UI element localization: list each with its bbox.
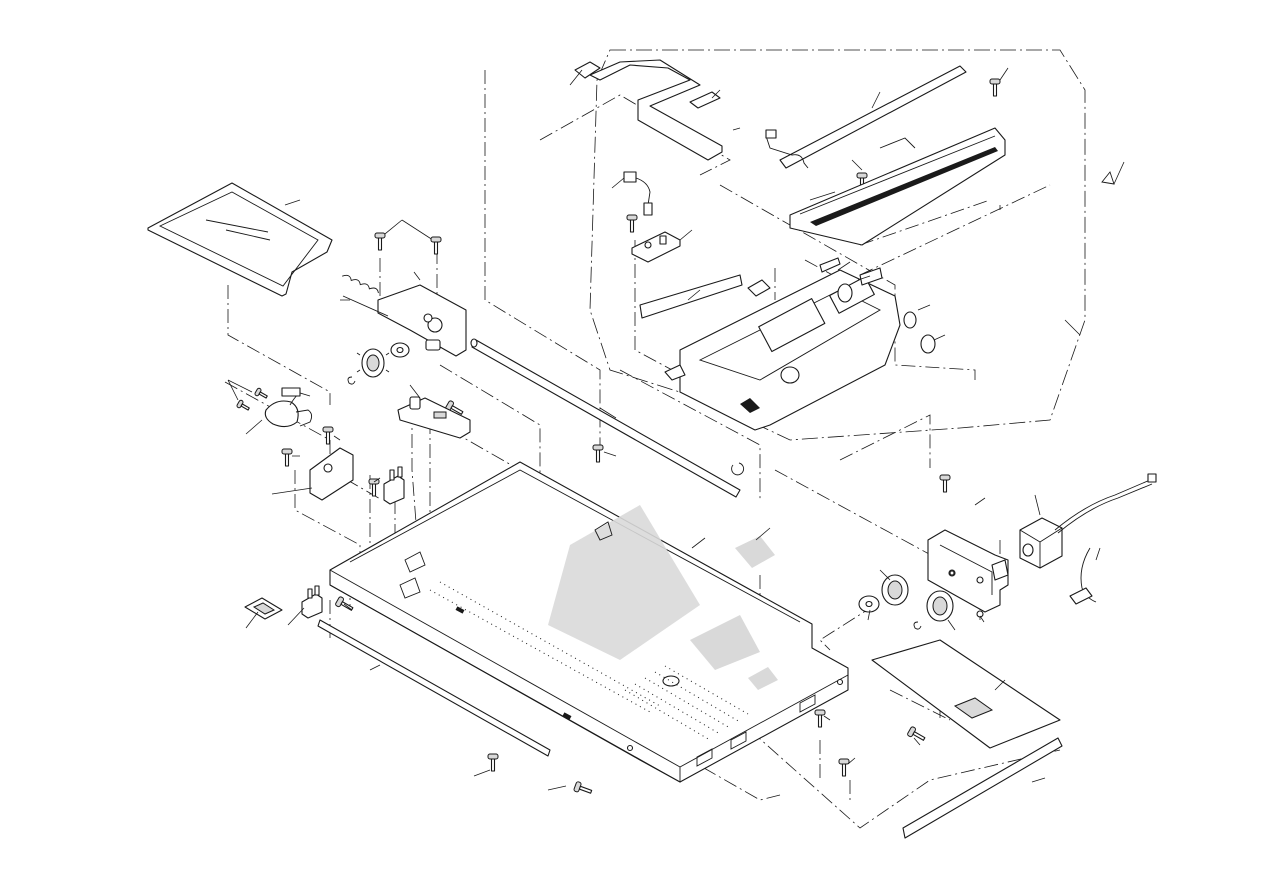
roller	[837, 283, 936, 354]
screw	[281, 448, 293, 467]
screw-side	[254, 387, 268, 399]
screw	[487, 753, 499, 772]
cushion-pad	[689, 91, 721, 109]
scanner-subassembly-boundary	[589, 49, 1086, 441]
carriage-frame	[639, 257, 901, 431]
sensor-cable-assembly	[227, 379, 313, 435]
mirror-plate	[765, 127, 1006, 246]
base-chassis	[329, 461, 849, 783]
screw-side	[907, 726, 926, 741]
guide-shaft	[470, 338, 745, 498]
front-rail	[317, 619, 551, 757]
photo-sensor	[287, 585, 323, 626]
screw	[626, 214, 638, 233]
photo-sensor	[383, 466, 405, 505]
motor-bracket	[927, 497, 1009, 613]
sensor-bracket	[271, 447, 354, 501]
screw	[814, 709, 826, 728]
screw	[592, 444, 604, 463]
glass-cover-plate	[147, 182, 333, 297]
washer	[390, 342, 410, 358]
cushion-pad	[244, 597, 283, 629]
e-rings	[1101, 161, 1125, 185]
leader-lines	[292, 67, 1081, 791]
harness-connector	[623, 171, 653, 216]
screw	[989, 78, 1001, 97]
gear-pair	[858, 570, 984, 630]
screw-side	[236, 399, 250, 411]
screw	[430, 236, 442, 255]
scanner-lamp-rod	[779, 65, 967, 169]
screw	[322, 426, 334, 445]
flat-cable	[574, 59, 723, 161]
sensor-board	[631, 229, 693, 263]
screw-side	[445, 400, 464, 415]
spring-and-shaft-bracket	[340, 219, 467, 357]
screw-side	[573, 781, 593, 794]
stepper-motor	[1019, 473, 1157, 605]
front-strip	[902, 737, 1063, 839]
screw	[374, 232, 386, 251]
screw	[838, 758, 850, 777]
bottom-sheet	[871, 639, 1061, 749]
drive-gear	[347, 348, 390, 385]
slide-guide	[397, 384, 471, 439]
screws	[236, 78, 1001, 794]
screw	[939, 474, 951, 493]
